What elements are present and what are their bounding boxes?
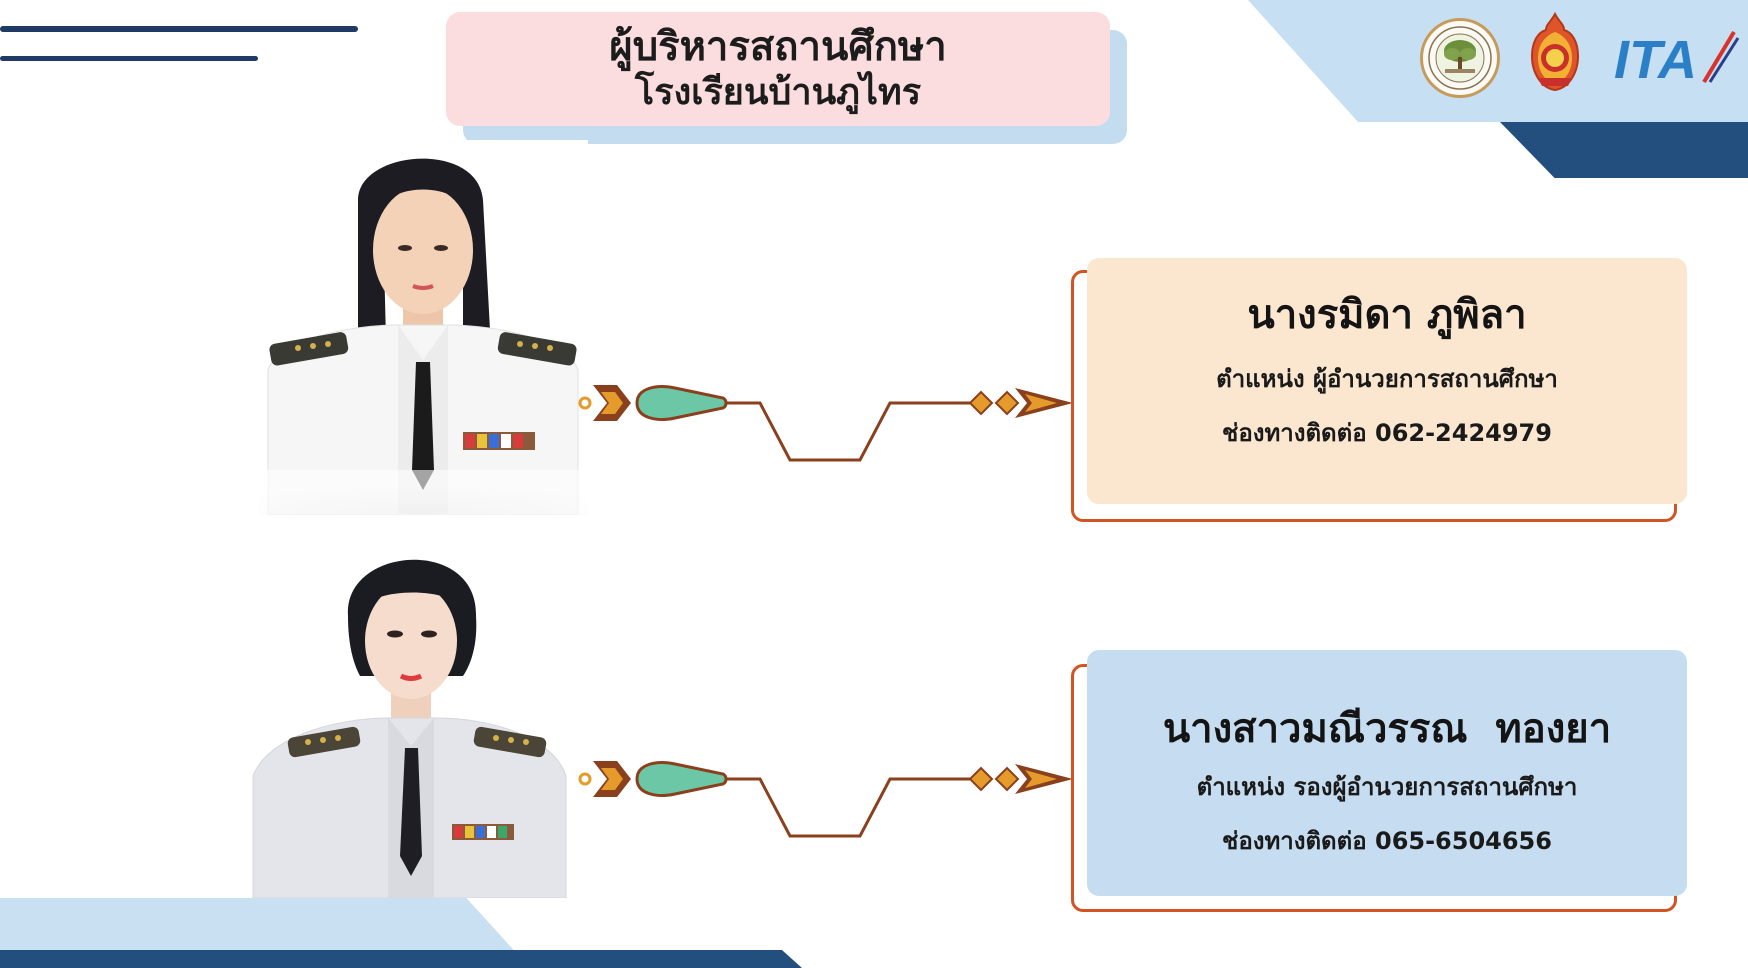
top-right-dark-shape xyxy=(1500,122,1748,178)
executive-contact: ช่องทางติดต่อ 065-6504656 xyxy=(1222,827,1552,855)
ita-logo: ITA xyxy=(1612,24,1742,90)
executive-contact: ช่องทางติดต่อ 062-2424979 xyxy=(1222,419,1552,447)
top-left-line-short xyxy=(0,56,258,61)
executive-position: ตำแหน่ง ผู้อำนวยการสถานศึกษา xyxy=(1216,365,1558,393)
portrait-deputy-director xyxy=(248,536,578,899)
title-box: ผู้บริหารสถานศึกษา โรงเรียนบ้านภูไทร xyxy=(446,12,1110,126)
top-left-line-long xyxy=(0,26,358,32)
bottom-left-dark-bar xyxy=(0,950,802,968)
executive-card-director: นางรมิดา ภูพิลา ตำแหน่ง ผู้อำนวยการสถานศ… xyxy=(1087,258,1687,504)
school-name: โรงเรียนบ้านภูไทร xyxy=(634,72,922,113)
obec-emblem-icon xyxy=(1524,11,1586,92)
ita-logo-text: ITA xyxy=(1614,30,1697,88)
executive-position: ตำแหน่ง รองผู้อำนวยการสถานศึกษา xyxy=(1196,773,1578,801)
executive-name: นางสาวมณีวรรณ ทองยา xyxy=(1162,706,1612,752)
portrait-director xyxy=(258,140,588,516)
page-title: ผู้บริหารสถานศึกษา xyxy=(609,24,947,70)
connector-arrow-2 xyxy=(578,761,1073,838)
school-emblem-icon xyxy=(1420,18,1500,98)
executive-name: นางรมิดา ภูพิลา xyxy=(1247,292,1527,338)
connector-arrow-1 xyxy=(578,385,1073,462)
executive-card-deputy: นางสาวมณีวรรณ ทองยา ตำแหน่ง รองผู้อำนวยก… xyxy=(1087,650,1687,896)
